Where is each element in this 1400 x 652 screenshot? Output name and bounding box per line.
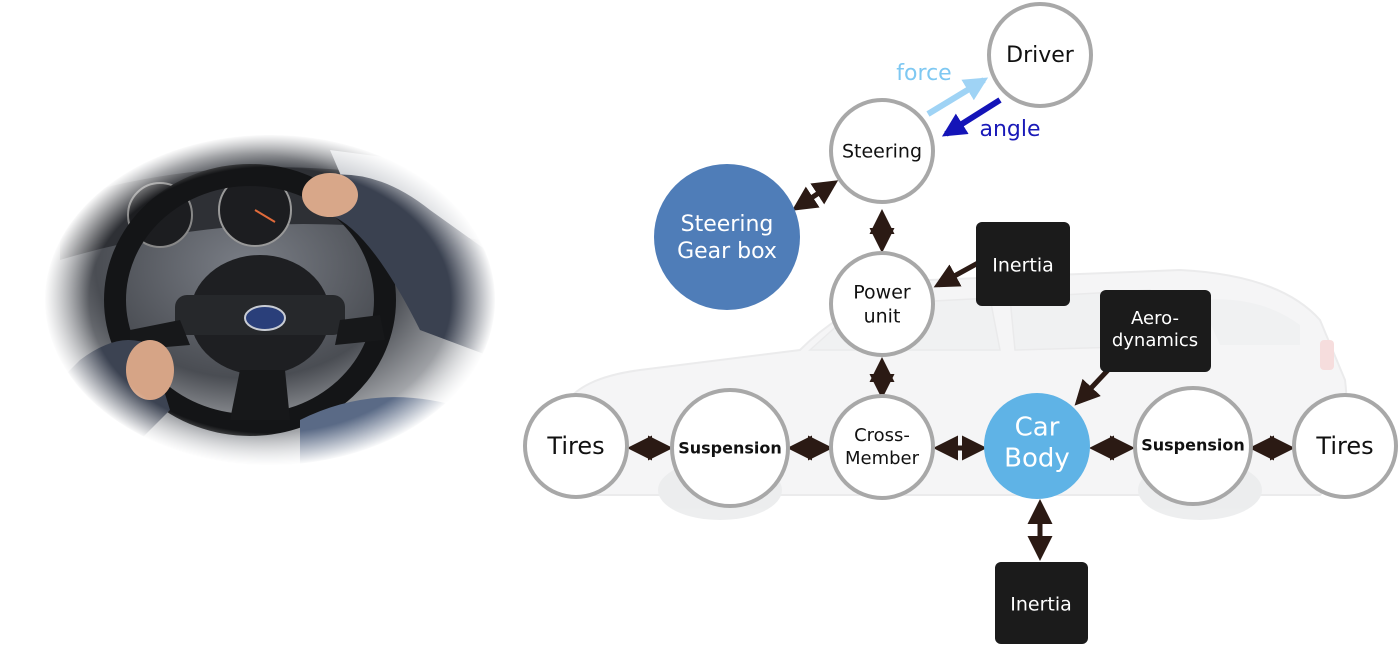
arrow-inertia-powerunit: [933, 260, 980, 288]
node-suspension-right-label: Suspension: [1141, 436, 1245, 455]
node-inertia-bottom: Inertia: [995, 562, 1088, 644]
node-gearbox-line1: Steering: [681, 212, 774, 237]
node-crossmember-line2: Member: [845, 448, 920, 469]
node-crossmember-line1: Cross-: [854, 425, 910, 446]
node-carbody-line2: Body: [1004, 444, 1070, 474]
node-suspension-left-label: Suspension: [678, 439, 782, 458]
node-driver: Driver: [987, 2, 1093, 108]
node-inertia-bottom-label: Inertia: [1010, 594, 1072, 616]
angle-label: angle: [979, 117, 1040, 142]
node-gearbox-line2: Gear box: [677, 239, 777, 264]
node-tires-right-label: Tires: [1315, 432, 1373, 460]
node-suspension-left: Suspension: [670, 388, 790, 508]
node-tires-left-label: Tires: [546, 432, 604, 460]
node-driver-label: Driver: [1006, 43, 1075, 68]
node-aero-line2: dynamics: [1112, 330, 1198, 351]
force-label: force: [896, 61, 951, 86]
node-inertia-top: Inertia: [976, 222, 1070, 306]
node-tires-right: Tires: [1292, 393, 1398, 499]
node-cross-member: Cross- Member: [829, 394, 935, 500]
node-powerunit-line1: Power: [853, 282, 911, 304]
node-suspension-right: Suspension: [1133, 386, 1253, 506]
steering-wheel-photo: [44, 134, 496, 466]
node-tires-left: Tires: [523, 393, 629, 499]
node-steering-gear-box: Steering Gear box: [654, 164, 800, 310]
node-car-body: Car Body: [984, 393, 1090, 499]
force-arrow: [926, 77, 989, 117]
angle-arrow: [941, 97, 1002, 137]
node-carbody-line1: Car: [1015, 413, 1060, 443]
connectors: [627, 180, 1295, 561]
node-inertia-top-label: Inertia: [992, 255, 1054, 277]
node-steering-label: Steering: [842, 141, 922, 163]
node-aerodynamics: Aero- dynamics: [1100, 290, 1211, 372]
node-steering: Steering: [829, 98, 935, 204]
arrow-aero-carbody: [1074, 368, 1110, 406]
node-power-unit: Power unit: [829, 251, 935, 357]
arrow-steering-gearbox: [791, 180, 839, 211]
node-aero-line1: Aero-: [1131, 308, 1179, 329]
node-powerunit-line2: unit: [864, 306, 901, 328]
